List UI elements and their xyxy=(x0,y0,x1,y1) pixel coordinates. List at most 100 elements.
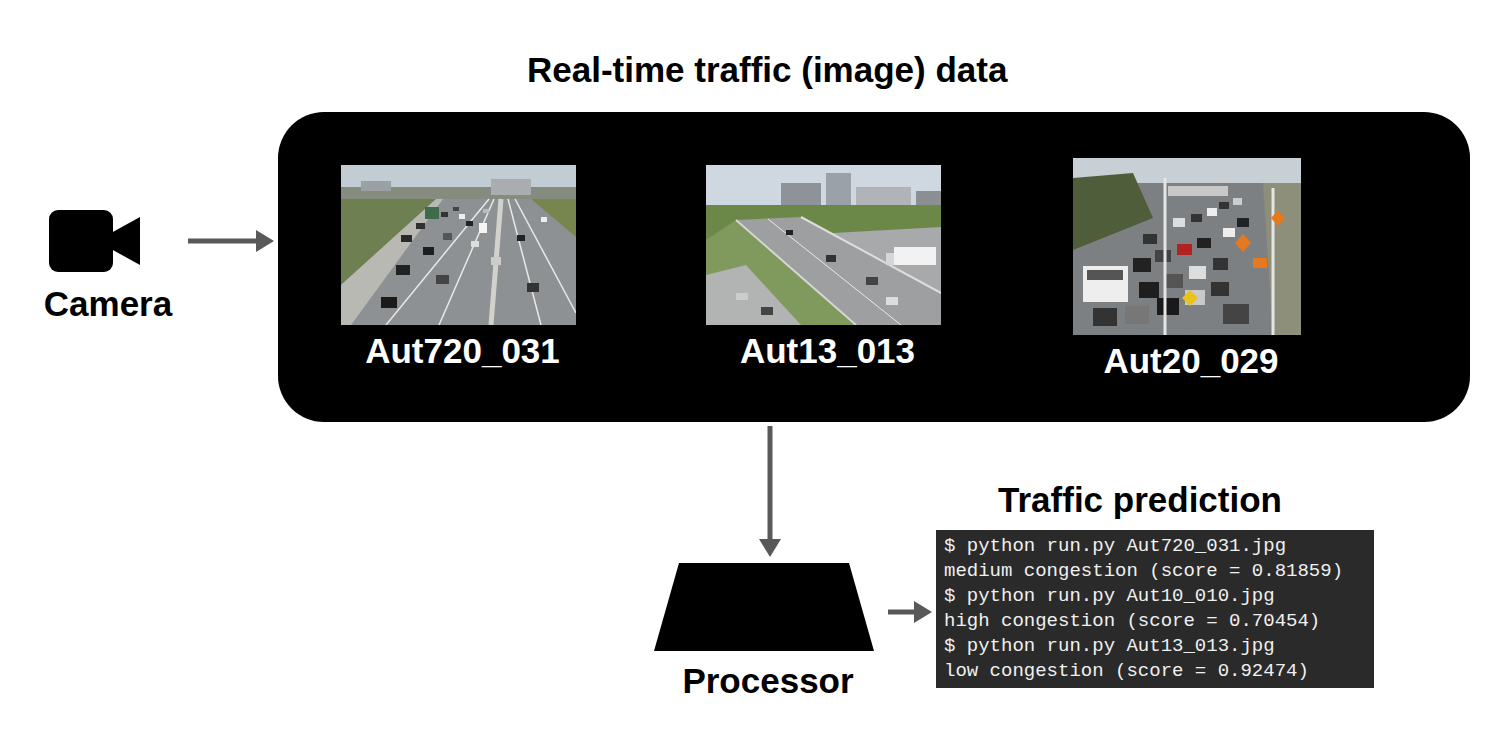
illustration-shape xyxy=(1073,173,1153,250)
illustration-shape xyxy=(361,181,391,191)
illustration-shape xyxy=(886,297,898,305)
illustration-shape xyxy=(381,207,547,308)
illustration-shape xyxy=(491,179,531,195)
illustration-shape xyxy=(381,297,397,308)
arrow-line xyxy=(188,239,257,244)
image-label: Aut720_031 xyxy=(341,331,584,371)
illustration-shape xyxy=(1093,308,1117,326)
illustration-shape xyxy=(1213,258,1228,270)
illustration-shape xyxy=(1139,282,1159,298)
illustration-shape xyxy=(441,212,448,217)
illustration-shape xyxy=(453,207,459,211)
illustration-shape xyxy=(1073,158,1301,335)
illustration-shape xyxy=(483,209,489,213)
illustration-shape xyxy=(49,210,113,272)
terminal-line: $ python run.py Aut720_031.jpg xyxy=(944,534,1366,559)
illustration-shape xyxy=(706,265,801,325)
illustration-shape xyxy=(1197,238,1211,248)
illustration-shape xyxy=(466,221,473,226)
illustration-shape xyxy=(541,217,547,222)
illustration-shape xyxy=(531,199,576,237)
illustration-shape xyxy=(1272,188,1275,335)
illustration-shape xyxy=(736,230,936,315)
illustration-shape xyxy=(1155,250,1171,262)
illustration-shape xyxy=(856,187,911,207)
flow-arrow xyxy=(188,230,274,252)
illustration-shape xyxy=(459,214,465,219)
flow-arrow xyxy=(888,601,932,623)
illustration-shape xyxy=(1165,274,1183,288)
illustration-shape xyxy=(1253,258,1267,268)
illustration-shape xyxy=(1207,208,1217,216)
illustration-shape xyxy=(1223,228,1235,237)
illustration-shape xyxy=(386,199,489,325)
illustration-shape xyxy=(341,199,443,325)
camera-label: Camera xyxy=(34,284,182,324)
illustration-shape xyxy=(491,199,501,325)
illustration-shape xyxy=(1211,282,1229,296)
terminal-line: medium congestion (score = 0.81859) xyxy=(944,559,1366,584)
illustration-shape xyxy=(1164,178,1167,335)
illustration-shape xyxy=(1233,198,1242,205)
illustration-shape xyxy=(1157,298,1179,315)
illustration-shape xyxy=(491,257,501,265)
processor-node: Processor xyxy=(654,563,882,701)
illustration-shape xyxy=(736,220,856,325)
camera-image: Aut13_013 xyxy=(706,165,949,371)
illustration-shape xyxy=(1271,210,1285,226)
illustration-shape xyxy=(706,165,941,325)
camera-node: Camera xyxy=(34,208,182,324)
illustration-shape xyxy=(894,247,936,265)
arrow-line xyxy=(888,610,915,615)
arrow-line xyxy=(768,426,773,540)
arrow-head xyxy=(759,539,781,557)
illustration-shape xyxy=(396,265,410,275)
image-label: Aut20_029 xyxy=(1073,341,1309,381)
illustration-shape xyxy=(471,241,479,247)
terminal-line: low congestion (score = 0.92474) xyxy=(944,659,1366,684)
camera-icon xyxy=(34,208,144,274)
illustration-shape xyxy=(736,293,748,300)
illustration-shape xyxy=(1189,266,1206,279)
image-label: Aut13_013 xyxy=(706,331,949,371)
terminal-output: Traffic prediction$ python run.py Aut720… xyxy=(936,530,1374,688)
illustration-shape xyxy=(768,219,901,325)
illustration-shape xyxy=(517,235,525,241)
illustration-shape xyxy=(1223,304,1249,324)
illustration-shape xyxy=(341,165,576,325)
illustration-shape xyxy=(1173,218,1185,227)
illustration-shape xyxy=(401,235,412,242)
illustration-shape xyxy=(386,199,576,325)
flow-arrow xyxy=(759,426,781,557)
illustration-shape xyxy=(111,217,140,265)
illustration-shape xyxy=(1237,218,1249,227)
illustration-shape xyxy=(736,217,941,325)
traffic-photo xyxy=(1073,158,1301,335)
terminal-line: high congestion (score = 0.70454) xyxy=(944,609,1366,634)
illustration-shape xyxy=(479,223,487,233)
illustration-shape xyxy=(1125,306,1149,324)
illustration-shape xyxy=(786,230,793,235)
illustration-shape xyxy=(1263,183,1301,335)
terminal-line: $ python run.py Aut13_013.jpg xyxy=(944,634,1366,659)
illustration-shape xyxy=(515,199,576,313)
illustration-shape xyxy=(1177,244,1192,255)
illustration-shape xyxy=(826,255,836,262)
illustration-shape xyxy=(801,217,941,293)
illustration-shape xyxy=(1219,202,1229,209)
illustration-shape xyxy=(1235,234,1251,252)
illustration-shape xyxy=(1133,258,1151,272)
illustration-shape xyxy=(1087,270,1123,280)
illustration-shape xyxy=(1182,290,1198,306)
traffic-photo xyxy=(341,165,576,325)
arrow-head xyxy=(256,230,274,252)
illustration-shape xyxy=(1083,266,1128,302)
camera-image: Aut720_031 xyxy=(341,165,584,371)
illustration-shape xyxy=(423,247,434,255)
arrow-head xyxy=(914,601,932,623)
panel-heading: Real-time traffic (image) data xyxy=(527,50,1007,90)
illustration-shape xyxy=(439,199,494,325)
image-data-panel: Real-time traffic (image) data xyxy=(278,112,1470,422)
illustration-shape xyxy=(436,275,449,284)
illustration-shape xyxy=(761,307,773,315)
